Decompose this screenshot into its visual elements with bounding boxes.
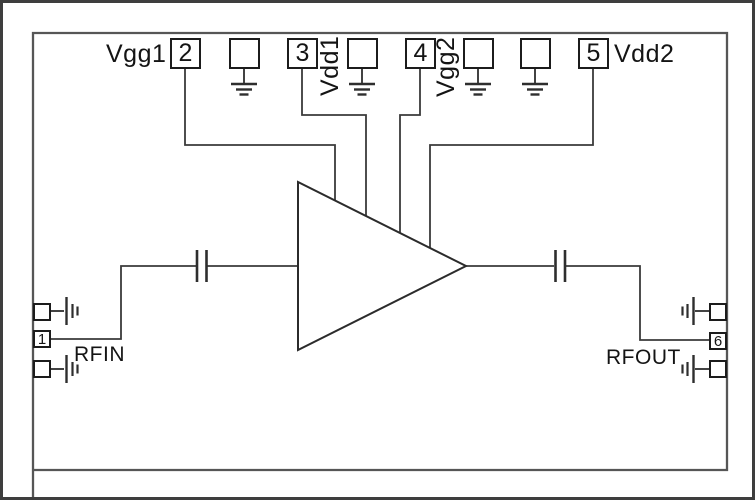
ground-pad xyxy=(229,38,260,69)
vgg2-wire xyxy=(399,67,421,239)
rf-ground-capacitor-icon xyxy=(50,355,79,383)
ground-icons xyxy=(231,67,548,96)
pad-1-number: 1 xyxy=(37,330,47,348)
bias-wires xyxy=(184,67,594,254)
pad-5-vdd2: 5 xyxy=(578,38,609,69)
vdd1-label: Vdd1 xyxy=(316,35,344,96)
rf-ground-capacitor-icon xyxy=(681,297,709,325)
pad-3-vdd1: 3 xyxy=(287,38,318,69)
vgg1-label: Vgg1 xyxy=(106,40,167,68)
pad-4-vgg2: 4 xyxy=(405,38,436,69)
ground-icon xyxy=(231,67,257,96)
pad-2-number: 2 xyxy=(178,39,193,67)
ground-icon xyxy=(522,67,548,96)
vdd2-label: Vdd2 xyxy=(614,40,675,68)
pad-5-number: 5 xyxy=(586,39,601,67)
ground-pad xyxy=(347,38,378,69)
ground-icon xyxy=(349,67,375,96)
ground-icon xyxy=(465,67,491,96)
vdd2-wire xyxy=(429,67,594,254)
pad-6-rfout: 6 xyxy=(709,332,727,350)
ground-pad-left-top xyxy=(33,303,51,321)
input-dc-block-capacitor-icon xyxy=(195,250,208,282)
ground-pad-left-bottom xyxy=(33,360,51,378)
rf-ground-capacitor-icon xyxy=(681,355,709,383)
rfin-wire xyxy=(50,265,196,340)
ground-pad-right-bottom xyxy=(709,360,727,378)
rf-input-path xyxy=(50,265,303,340)
rfin-label: RFIN xyxy=(74,343,125,366)
ground-pad xyxy=(520,38,551,69)
output-dc-block-capacitor-icon xyxy=(554,250,567,282)
rf-ground-capacitor-icon xyxy=(50,297,79,325)
pad-3-number: 3 xyxy=(295,39,310,67)
vdd1-wire xyxy=(301,67,367,222)
ground-pad-right-top xyxy=(709,303,727,321)
rf-ground-capacitor-icons xyxy=(50,297,709,383)
pad-2-vgg1: 2 xyxy=(170,38,201,69)
schematic-drawing xyxy=(31,31,729,497)
rfout-wire-2 xyxy=(565,265,709,341)
amplifier-icon xyxy=(297,180,469,352)
vgg2-label: Vgg2 xyxy=(432,36,460,97)
vgg1-wire xyxy=(184,67,336,207)
rf-output-path xyxy=(463,265,709,341)
rfout-label: RFOUT xyxy=(606,346,681,369)
chip-outline xyxy=(31,31,729,497)
pad-1-rfin: 1 xyxy=(33,330,51,348)
pad-4-number: 4 xyxy=(413,39,428,67)
ground-pad xyxy=(463,38,494,69)
pad-6-number: 6 xyxy=(713,332,723,350)
